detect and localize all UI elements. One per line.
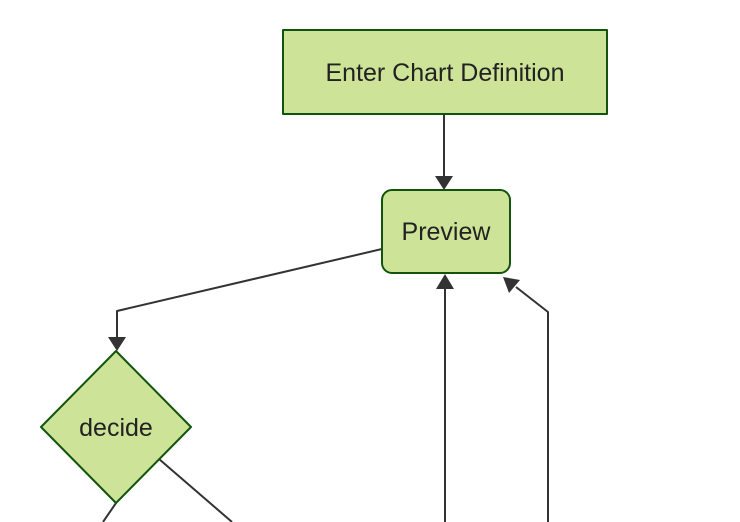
- arrowhead-down-icon: [108, 337, 126, 351]
- node-enter-chart-definition: Enter Chart Definition: [282, 29, 608, 115]
- node-label: Preview: [402, 218, 492, 246]
- arrowhead-up-icon: [436, 274, 454, 289]
- arrowhead-down-icon: [435, 176, 453, 190]
- node-label: Enter Chart Definition: [325, 59, 564, 87]
- edge-line: [116, 248, 383, 338]
- edge-line: [158, 458, 233, 522]
- edge-line: [515, 286, 549, 522]
- node-rectangle: [282, 29, 608, 115]
- edge-preview-to-decide: [108, 248, 383, 351]
- edge-decide-to-offscreen-bottom-right: [158, 458, 233, 522]
- edge-enter-chart-definition-to-preview: [435, 114, 453, 190]
- arrowhead-up-left-icon: [503, 277, 520, 293]
- node-label: decide: [79, 414, 153, 442]
- edge-offscreen-to-preview-bent: [503, 277, 549, 522]
- edge-line: [102, 502, 117, 522]
- node-decide: decide: [40, 350, 192, 504]
- edge-decide-to-offscreen-bottom-left: [102, 502, 117, 522]
- node-diamond: [40, 350, 192, 504]
- edge-offscreen-to-preview-vertical: [436, 274, 454, 522]
- node-preview: Preview: [381, 189, 511, 274]
- node-rounded-rectangle: [381, 189, 511, 274]
